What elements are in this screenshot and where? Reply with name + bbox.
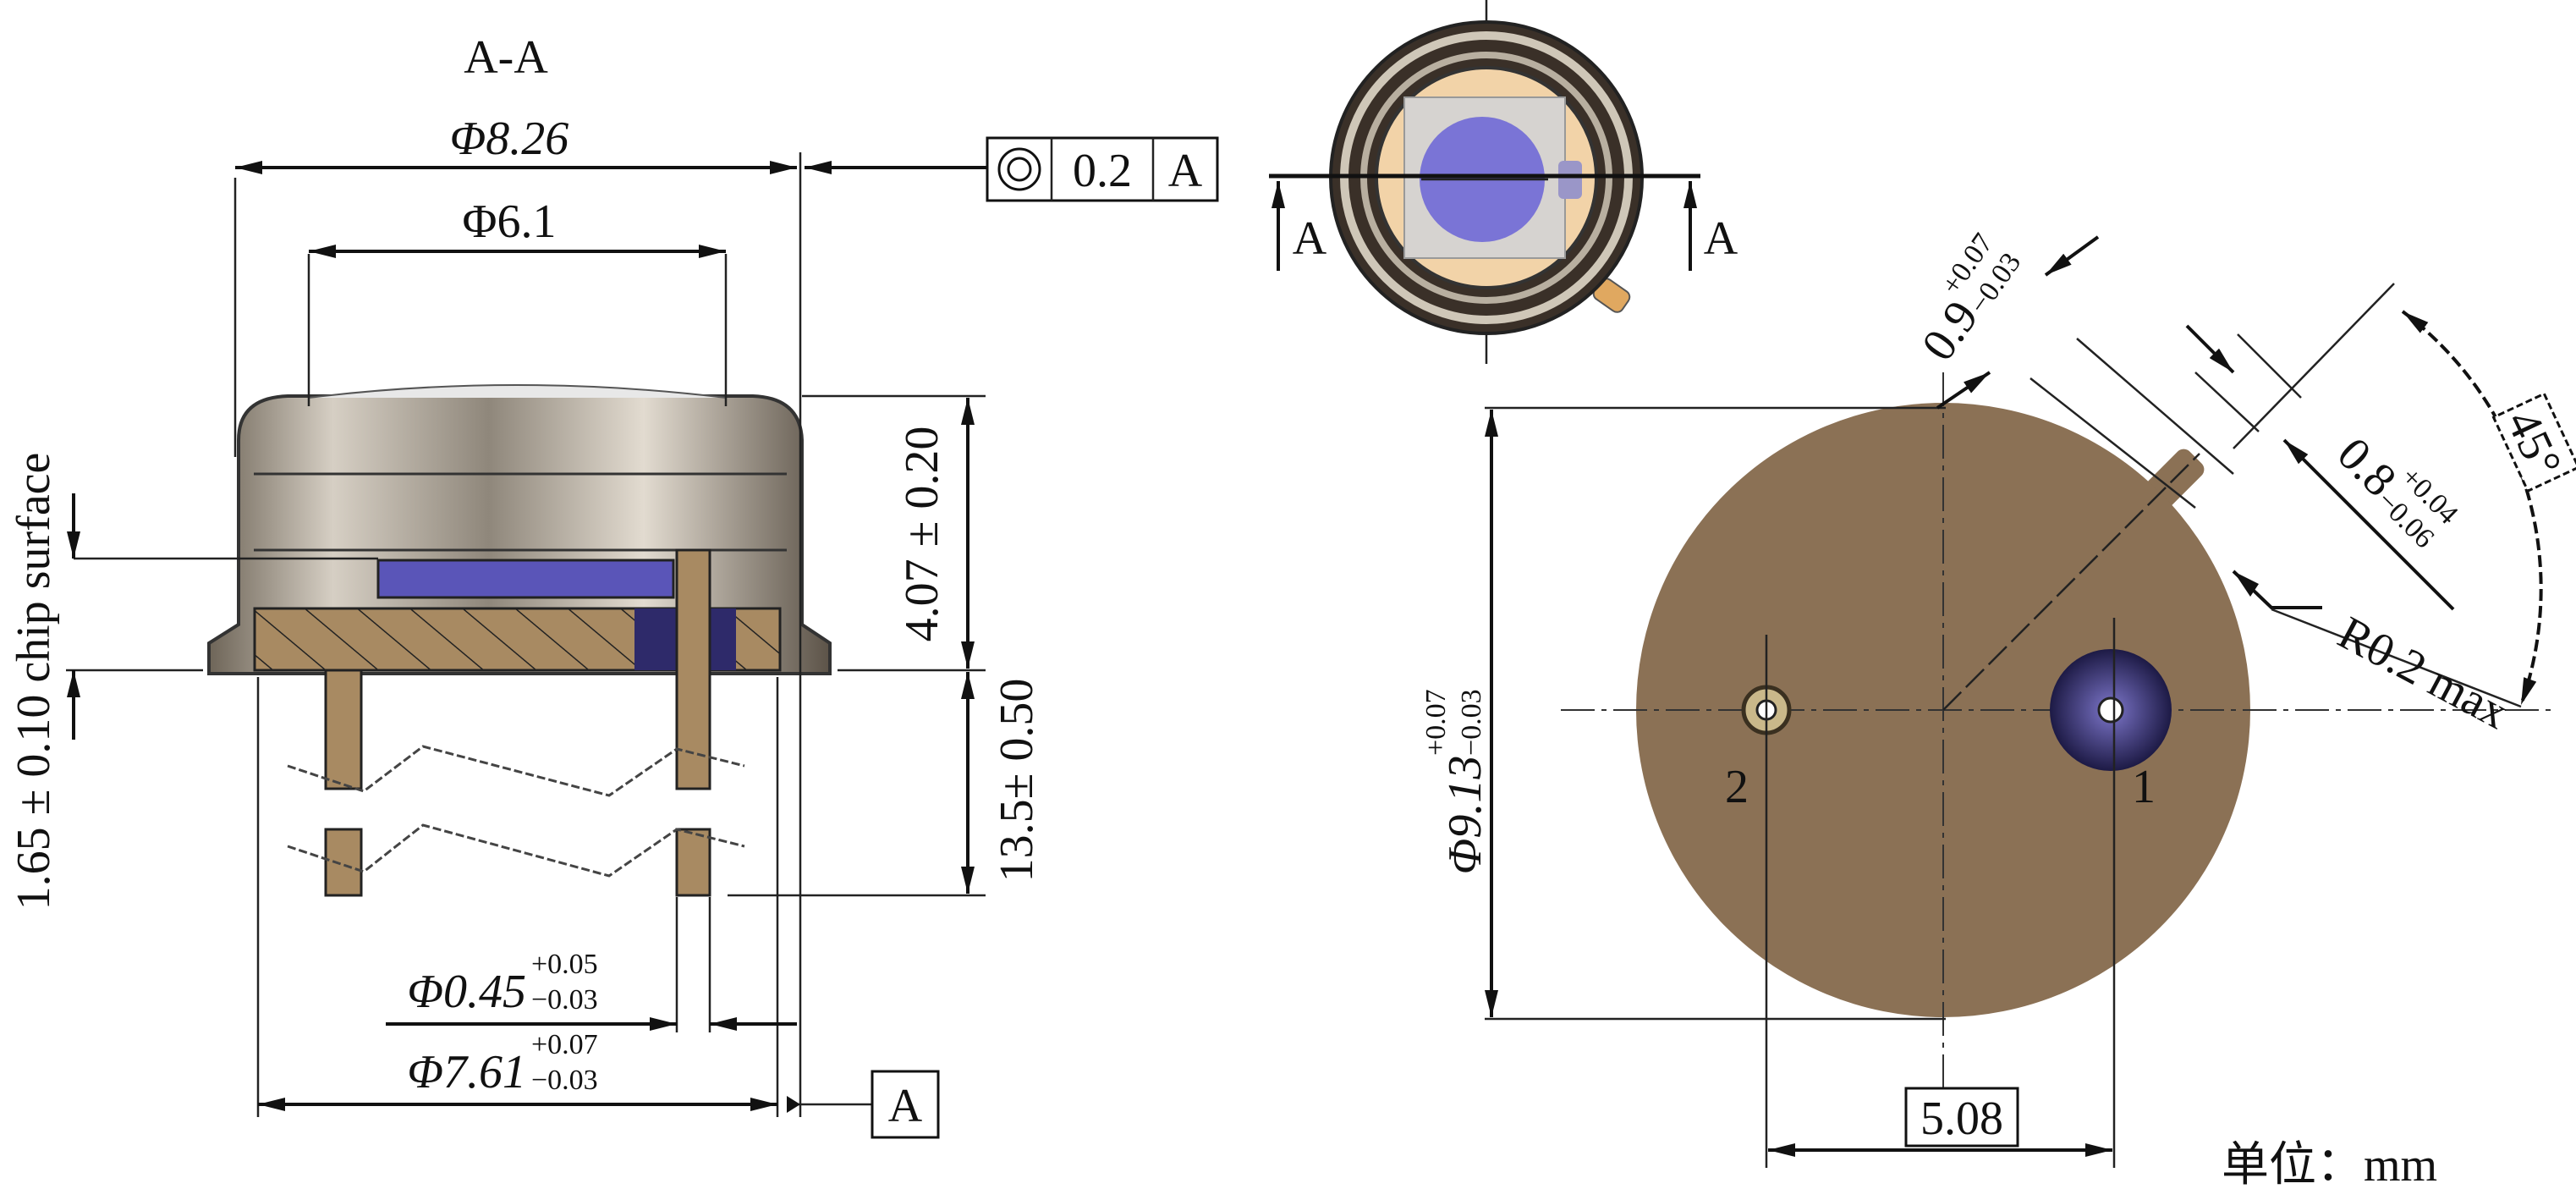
concentricity-datum: A bbox=[1168, 145, 1203, 197]
dim-chip-surface: 1.65 ± 0.10 chip surface bbox=[8, 453, 60, 911]
datum-a-label: A bbox=[888, 1080, 923, 1132]
dim-radius: R0.2 max bbox=[2330, 607, 2517, 740]
window-glass bbox=[308, 384, 727, 399]
svg-text:Φ9.13: Φ9.13 bbox=[1439, 756, 1491, 875]
dim-pin-spacing: 5.08 bbox=[1920, 1093, 2003, 1145]
dim-pin-diameter: Φ0.45 bbox=[407, 966, 526, 1018]
section-marker-right: A bbox=[1704, 212, 1738, 265]
concentricity-tolerance: 0.2 bbox=[1073, 145, 1132, 197]
bottom-view: 2 1 Φ9.13 +0.07 −0.03 5.08 0.9 +0.07 −0.… bbox=[1420, 228, 2576, 1189]
dim-angle: 45° bbox=[2491, 392, 2576, 493]
can-body bbox=[207, 394, 832, 675]
section-marker-left: A bbox=[1293, 212, 1327, 265]
break-lines bbox=[287, 745, 745, 878]
unit-label: 单位：mm bbox=[2222, 1139, 2437, 1189]
dim-base-diameter: Φ7.61 bbox=[407, 1046, 526, 1098]
dim-height: 4.07 ± 0.20 bbox=[896, 427, 948, 642]
svg-text:+0.07: +0.07 bbox=[1420, 689, 1452, 756]
pin-1-label: 1 bbox=[2132, 761, 2156, 813]
top-view: A A bbox=[1269, 0, 1738, 364]
dim-pin-length: 13.5± 0.50 bbox=[991, 679, 1043, 883]
pin-1 bbox=[675, 548, 711, 790]
concentricity-frame: 0.2 A bbox=[986, 136, 1219, 202]
pin-spacing-box bbox=[1904, 1087, 2019, 1148]
chip bbox=[376, 559, 675, 599]
pin-2-label: 2 bbox=[1725, 761, 1749, 813]
dim-tab-length: 0.9 +0.07 −0.03 bbox=[1912, 228, 2027, 370]
dim-outer-diameter: Φ8.26 bbox=[450, 113, 569, 165]
dim-window-diameter: Φ6.1 bbox=[463, 195, 557, 248]
pin-dia-upper-tol: +0.05 bbox=[531, 949, 598, 980]
section-title: A-A bbox=[464, 31, 548, 84]
pin-dia-lower-tol: −0.03 bbox=[531, 984, 598, 1016]
concentricity-icon bbox=[997, 147, 1041, 191]
datum-a-box bbox=[871, 1070, 940, 1139]
dim-disc-diameter: Φ9.13 +0.07 −0.03 bbox=[1420, 689, 1491, 874]
base-dia-upper-tol: +0.07 bbox=[531, 1029, 598, 1060]
svg-text:−0.03: −0.03 bbox=[1456, 689, 1487, 756]
dim-tab-width: 0.8 +0.04 −0.06 bbox=[2327, 427, 2464, 554]
section-view: A-A Φ8.26 Φ6.1 4.07 ± 0.20 13.5± 0.50 1.… bbox=[8, 31, 1219, 1139]
base-dia-lower-tol: −0.03 bbox=[531, 1065, 598, 1096]
pin-2 bbox=[324, 669, 363, 790]
